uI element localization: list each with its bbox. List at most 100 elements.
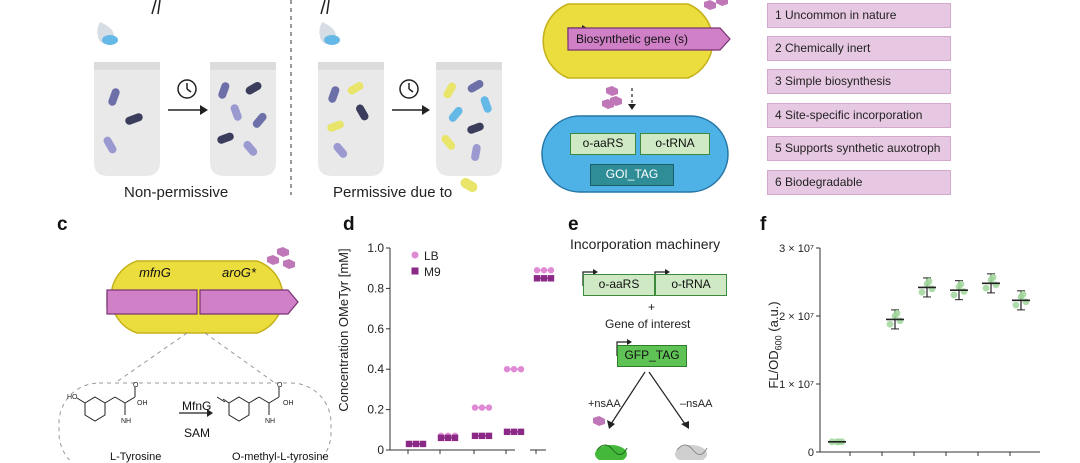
y-tick-label: 0 [808, 447, 814, 459]
panel-letter-c: c [57, 214, 68, 235]
property-item: 6 Biodegradable [767, 170, 951, 195]
legend-m9-label: M9 [424, 265, 441, 279]
data-point [510, 366, 518, 373]
data-point [533, 267, 541, 274]
data-point [503, 366, 511, 373]
data-point [918, 288, 926, 296]
panel-d-chart: 00.20.40.60.81.0 [367, 241, 555, 457]
nsaa-molecule-icon [593, 416, 605, 426]
data-point [547, 267, 555, 274]
plus-sign: + [648, 300, 656, 314]
culture-tube [94, 62, 160, 176]
biosynthetic-gene-label: Biosynthetic gene (s) [576, 32, 689, 46]
panel-a-illustration [94, 0, 502, 195]
property-item: 4 Site-specific incorporation [767, 103, 951, 128]
culture-tube [210, 62, 276, 176]
y-axis-label: Concentration OMeTyr [mM] [336, 248, 351, 412]
data-point [989, 273, 997, 281]
cofactor-label: SAM [184, 426, 211, 440]
arrow-icon [168, 105, 208, 115]
data-point [478, 432, 486, 440]
y-tick-label: 1.0 [367, 241, 384, 255]
svg-text:O: O [133, 382, 139, 389]
legend-lb-label: LB [424, 249, 439, 263]
pipette-icon [320, 0, 330, 15]
svg-text:NH: NH [121, 418, 131, 425]
data-point [960, 288, 968, 295]
droplet-icon [97, 22, 118, 45]
incorporation-title: Incorporation machinery [570, 236, 721, 252]
data-point [444, 434, 452, 442]
otrna-gene: o-tRNA [655, 274, 727, 296]
data-point [451, 434, 459, 442]
data-point [405, 440, 413, 448]
otrna-gene: o-tRNA [640, 133, 710, 155]
y-tick-label: 1 × 10⁷ [779, 379, 814, 391]
data-point [478, 404, 486, 411]
data-point [1022, 298, 1030, 306]
permissive-cell-icon [460, 178, 478, 192]
product-label: O-methyl-L-tyrosine [232, 451, 329, 463]
y-tick-label: 3 × 10⁷ [779, 243, 814, 255]
arrow-icon [392, 105, 430, 115]
non-permissive-caption: Non-permissive [124, 184, 229, 201]
timer-icon [399, 79, 419, 99]
plus-nsaa-label: +nsAA [588, 398, 621, 410]
panel-e-illustration [582, 269, 708, 460]
data-point [925, 277, 933, 285]
data-point [1019, 290, 1027, 298]
data-point [419, 440, 427, 448]
svg-text:NH: NH [265, 418, 275, 425]
y-tick-label: 2 × 10⁷ [779, 311, 814, 323]
svg-text:OH: OH [137, 400, 148, 407]
data-point [957, 280, 965, 288]
tyrosine-structure [76, 387, 136, 422]
legend-marker-lb [411, 251, 419, 259]
data-point [471, 432, 479, 440]
droplet-icon [319, 22, 340, 45]
nsaa-molecule-icon [704, 0, 728, 10]
data-point [412, 440, 420, 448]
data-point [503, 428, 511, 436]
svg-text:HO: HO [67, 394, 78, 401]
enzyme-label: MfnG [182, 399, 212, 413]
minus-nsaa-label: –nsAA [680, 398, 713, 410]
data-point [896, 317, 904, 325]
data-point [517, 428, 525, 436]
data-point [928, 285, 936, 293]
substrate-label: L-Tyrosine [110, 451, 162, 463]
y-tick-label: 0.6 [367, 322, 384, 336]
arog-gene-label: aroG* [222, 265, 256, 280]
panel-c-illustration: HO NH OH O NH OH O [58, 247, 332, 460]
property-item: 3 Simple biosynthesis [767, 69, 951, 94]
svg-text:O: O [277, 382, 283, 389]
data-point [485, 432, 493, 440]
data-point [485, 404, 493, 411]
data-point [471, 404, 479, 411]
data-point [517, 366, 525, 373]
culture-tube [436, 62, 502, 176]
data-point [992, 281, 1000, 289]
pipette-icon [151, 0, 161, 15]
property-item: 2 Chemically inert [767, 36, 951, 61]
mfng-gene-label: mfnG [139, 265, 171, 280]
data-point [547, 275, 555, 282]
data-point [540, 267, 548, 274]
data-point [533, 275, 541, 282]
permissive-caption: Permissive due to [333, 184, 453, 201]
legend-marker-m9 [411, 267, 419, 275]
oaars-gene: o-aaRS [570, 133, 636, 155]
gene-of-interest-label: Gene of interest [605, 317, 691, 331]
y-tick-label: 0.8 [367, 281, 384, 295]
nsaa-molecule-icon [267, 247, 295, 269]
y-tick-label: 0.4 [367, 362, 384, 376]
data-point [886, 320, 894, 328]
y-tick-label: 0 [377, 443, 384, 457]
data-point [893, 309, 901, 317]
oaars-gene: o-aaRS [583, 274, 655, 296]
data-point [982, 284, 990, 292]
data-point [437, 434, 445, 442]
data-point [1012, 301, 1020, 309]
gfp-tag-gene: GFP_TAG [617, 345, 687, 367]
data-point [510, 428, 518, 436]
